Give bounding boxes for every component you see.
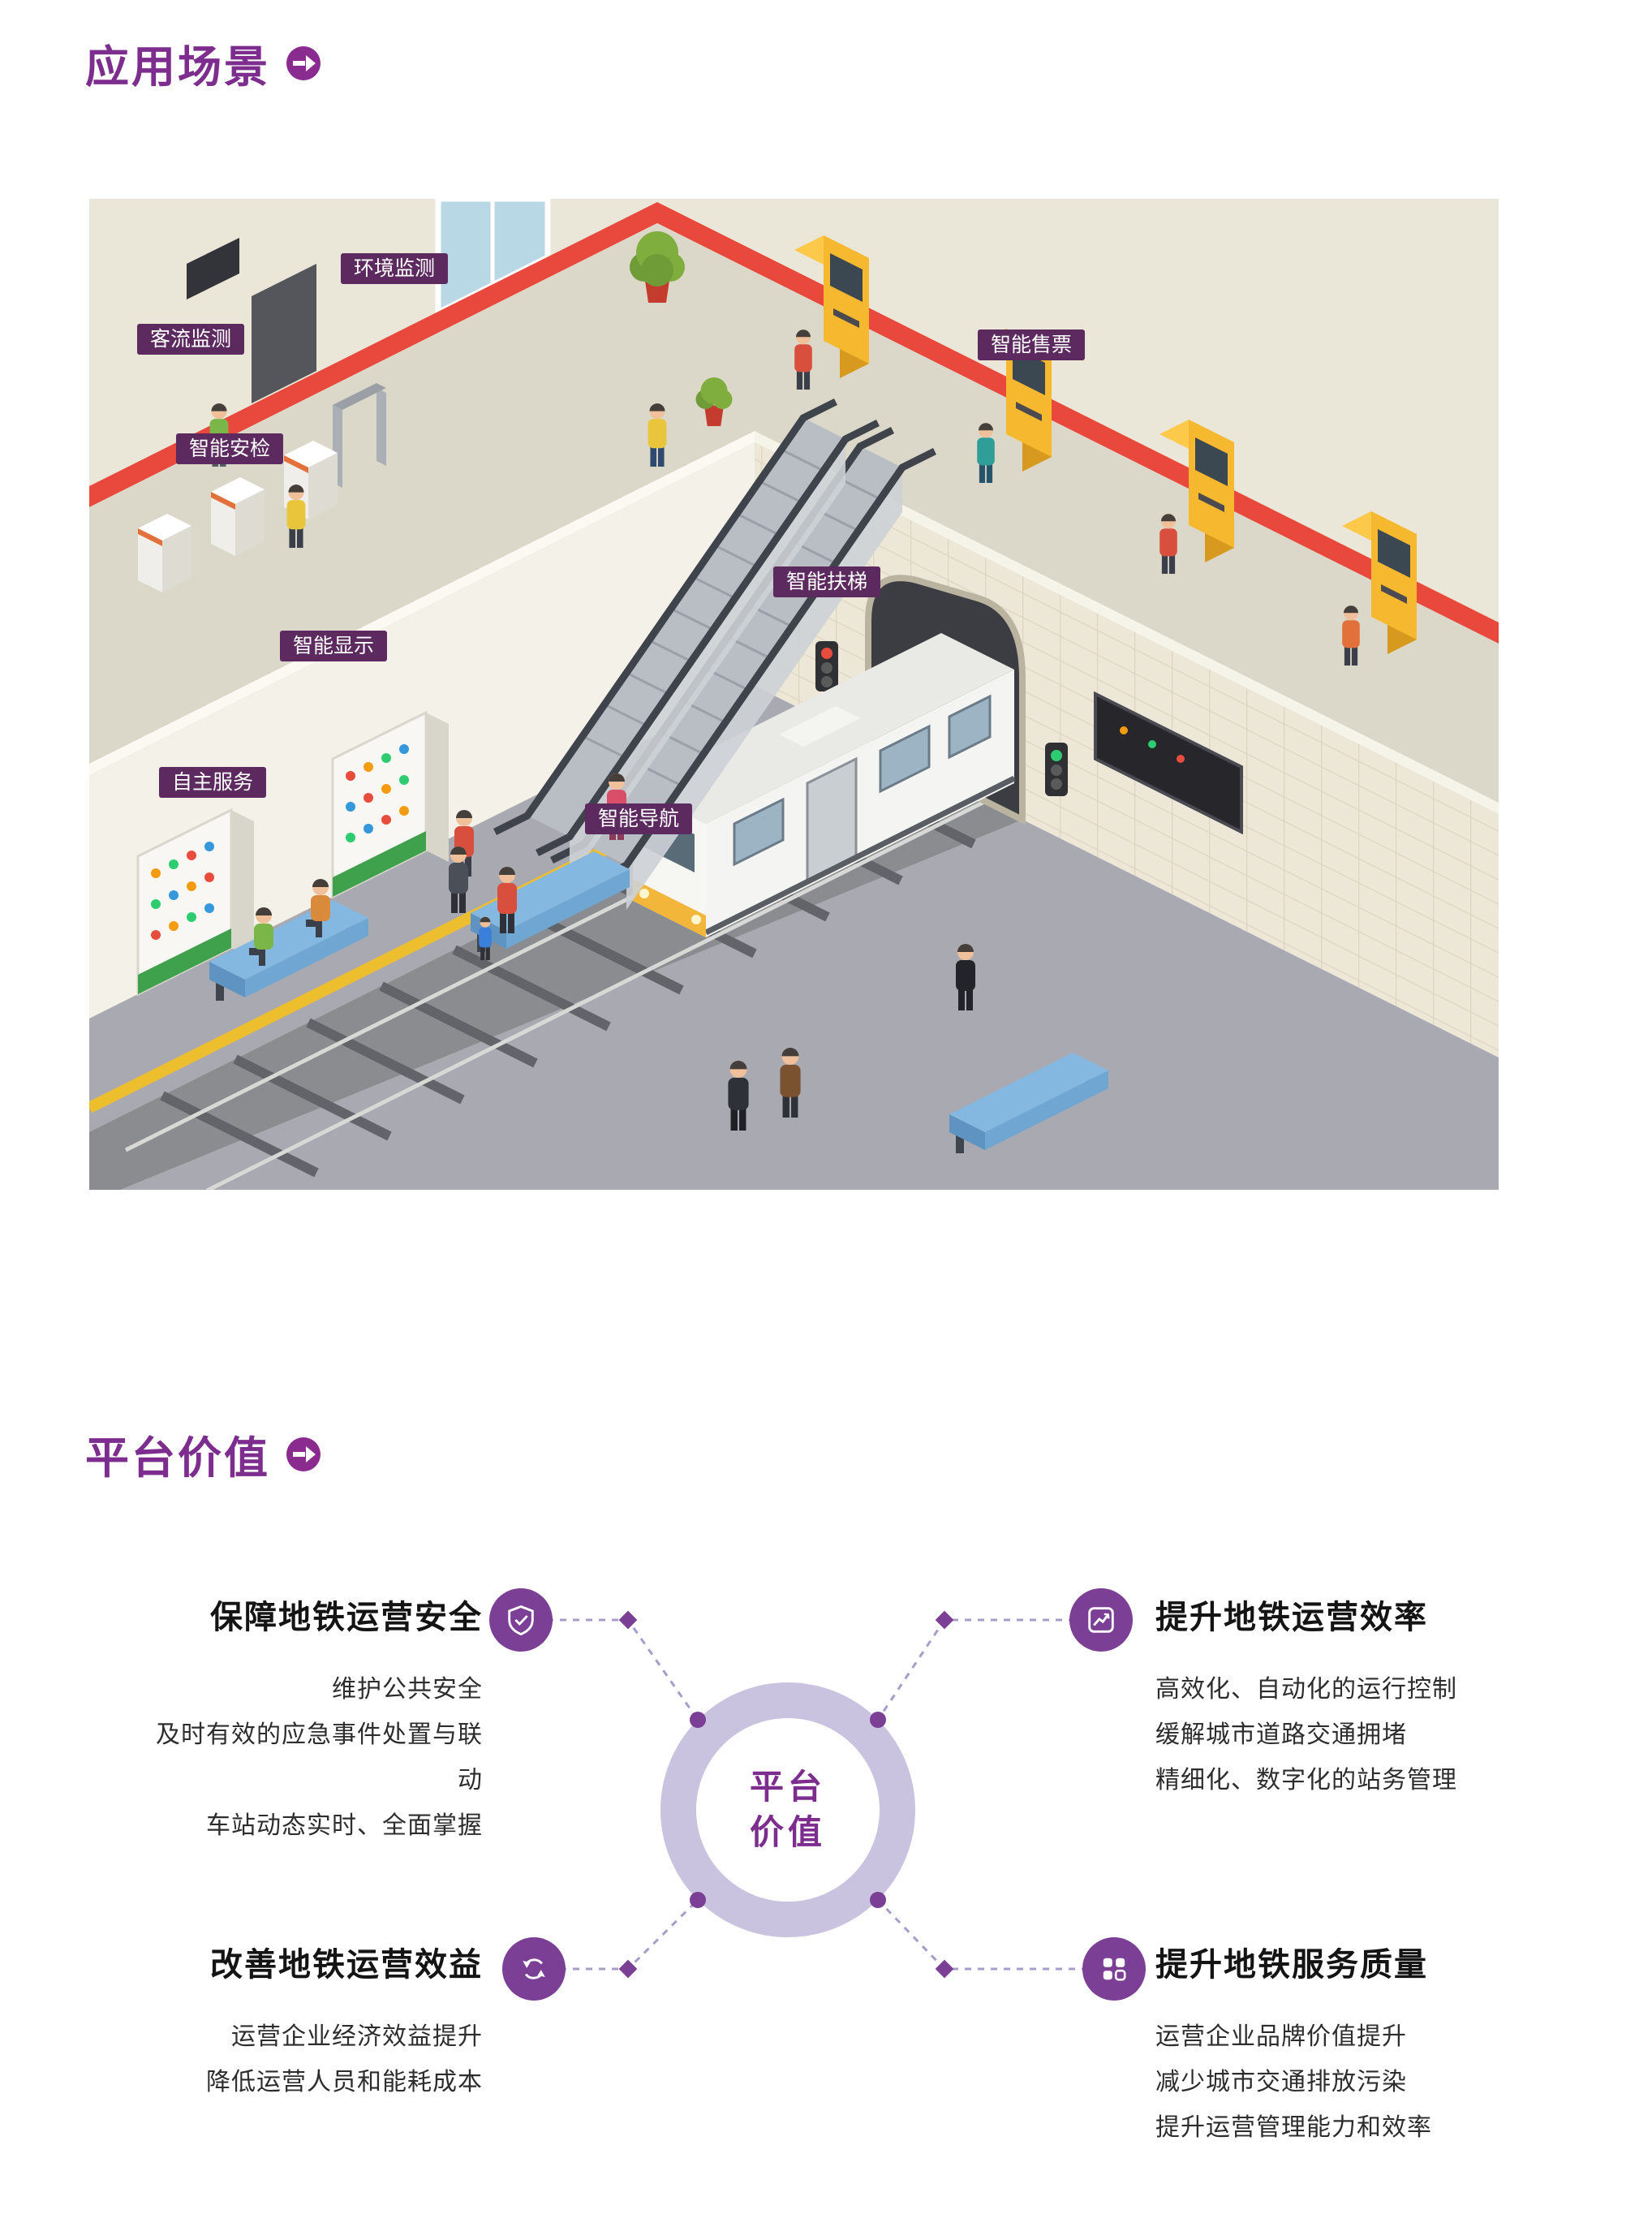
security-gates bbox=[138, 383, 386, 592]
quadrant-benefit-line: 运营企业经济效益提升 bbox=[231, 2023, 483, 2050]
platform-value-diagram: 平台 价值 保障地 bbox=[144, 1542, 1508, 2159]
ticket-machine bbox=[794, 235, 869, 378]
ring-node-dot bbox=[870, 1712, 886, 1728]
metro-station-scene bbox=[89, 199, 1499, 1190]
quadrant-quality-line: 减少城市交通排放污染 bbox=[1155, 2069, 1407, 2096]
scene-label-smart-escalator: 智能扶梯 bbox=[772, 566, 881, 597]
quadrant-safety-line: 维护公共安全 bbox=[332, 1676, 483, 1703]
red-stripe-left-wall bbox=[89, 202, 657, 507]
scene-label-smart-navigation: 智能导航 bbox=[584, 803, 693, 834]
scene-label-smart-display: 智能显示 bbox=[279, 631, 388, 661]
scene-label-passenger-flow-monitoring: 客流监测 bbox=[136, 324, 245, 355]
potted-plant-small bbox=[695, 377, 733, 426]
quadrant-efficiency-line: 缓解城市道路交通拥堵 bbox=[1155, 1721, 1407, 1748]
metro-station-illustration: 环境监测 客流监测 智能安检 智能售票 智能扶梯 智能显示 自主服务 智能导航 bbox=[89, 199, 1499, 1190]
vending-machine bbox=[136, 808, 254, 997]
scene-label-smart-security-check: 智能安检 bbox=[175, 433, 284, 464]
quadrant-safety-line: 及时有效的应急事件处置与联动 bbox=[156, 1721, 483, 1794]
scene-label-environment-monitoring: 环境监测 bbox=[340, 253, 449, 284]
shield-check-icon bbox=[489, 1588, 553, 1652]
value-section-heading: 平台价值 bbox=[85, 1422, 321, 1486]
platform-back-wall-cap bbox=[89, 431, 755, 775]
quadrant-safety-title: 保障地铁运营安全 bbox=[210, 1600, 483, 1635]
arrow-right-icon bbox=[286, 1437, 321, 1471]
bench bbox=[209, 900, 368, 1001]
application-heading-text: 应用场景 bbox=[85, 43, 270, 92]
quadrant-efficiency-line: 精细化、数字化的站务管理 bbox=[1155, 1767, 1457, 1794]
arrow-right-icon bbox=[286, 45, 321, 80]
signal-light bbox=[815, 641, 838, 691]
door bbox=[252, 264, 316, 403]
ring-node-dot bbox=[690, 1712, 706, 1728]
turnstile bbox=[138, 514, 191, 592]
ring-node-dot bbox=[690, 1892, 706, 1908]
vending-machine bbox=[331, 710, 449, 899]
grid-icon bbox=[1082, 1937, 1146, 2001]
value-heading-text: 平台价值 bbox=[85, 1434, 270, 1483]
quadrant-quality-line: 运营企业品牌价值提升 bbox=[1155, 2023, 1407, 2050]
turnstile bbox=[211, 477, 265, 556]
quadrant-benefit-line: 降低运营人员和能耗成本 bbox=[206, 2069, 483, 2096]
scene-label-smart-ticketing: 智能售票 bbox=[977, 330, 1086, 360]
application-section-heading: 应用场景 bbox=[85, 31, 321, 95]
escalator bbox=[493, 398, 880, 881]
recycle-icon bbox=[502, 1937, 566, 2001]
potted-plant bbox=[630, 231, 685, 303]
quadrant-quality: 提升地铁服务质量 运营企业品牌价值提升 减少城市交通排放污染 提升运营管理能力和… bbox=[1155, 1938, 1508, 2151]
platform-floor bbox=[89, 686, 1499, 1190]
tiled-wall-cap bbox=[755, 431, 1499, 814]
quadrant-efficiency-title: 提升地铁运营效率 bbox=[1155, 1600, 1428, 1635]
line-chart-icon bbox=[1069, 1588, 1133, 1652]
metro-train bbox=[633, 633, 1016, 937]
wall-sign bbox=[187, 238, 239, 299]
quadrant-safety: 保障地铁运营安全 维护公共安全 及时有效的应急事件处置与联动 车站动态实时、全面… bbox=[144, 1591, 483, 1849]
ring-node-dot bbox=[870, 1892, 886, 1908]
center-circle-text: 平台 价值 bbox=[749, 1768, 826, 1851]
quadrant-benefit-title: 改善地铁运营效益 bbox=[210, 1947, 483, 1983]
information-board bbox=[1094, 691, 1243, 835]
signal-light bbox=[1045, 743, 1068, 796]
quadrant-efficiency: 提升地铁运营效率 高效化、自动化的运行控制 缓解城市道路交通拥堵 精细化、数字化… bbox=[1155, 1591, 1508, 1803]
quadrant-benefit: 改善地铁运营效益 运营企业经济效益提升 降低运营人员和能耗成本 bbox=[144, 1938, 483, 2105]
quadrant-efficiency-line: 高效化、自动化的运行控制 bbox=[1155, 1676, 1457, 1703]
ticket-machine bbox=[1342, 511, 1417, 654]
bench bbox=[949, 1053, 1108, 1153]
quadrant-quality-line: 提升运营管理能力和效率 bbox=[1155, 2114, 1432, 2141]
quadrant-quality-title: 提升地铁服务质量 bbox=[1155, 1947, 1428, 1983]
quadrant-safety-line: 车站动态实时、全面掌握 bbox=[206, 1812, 483, 1839]
ticket-machine bbox=[1159, 420, 1234, 562]
scene-label-self-service: 自主服务 bbox=[158, 767, 267, 798]
